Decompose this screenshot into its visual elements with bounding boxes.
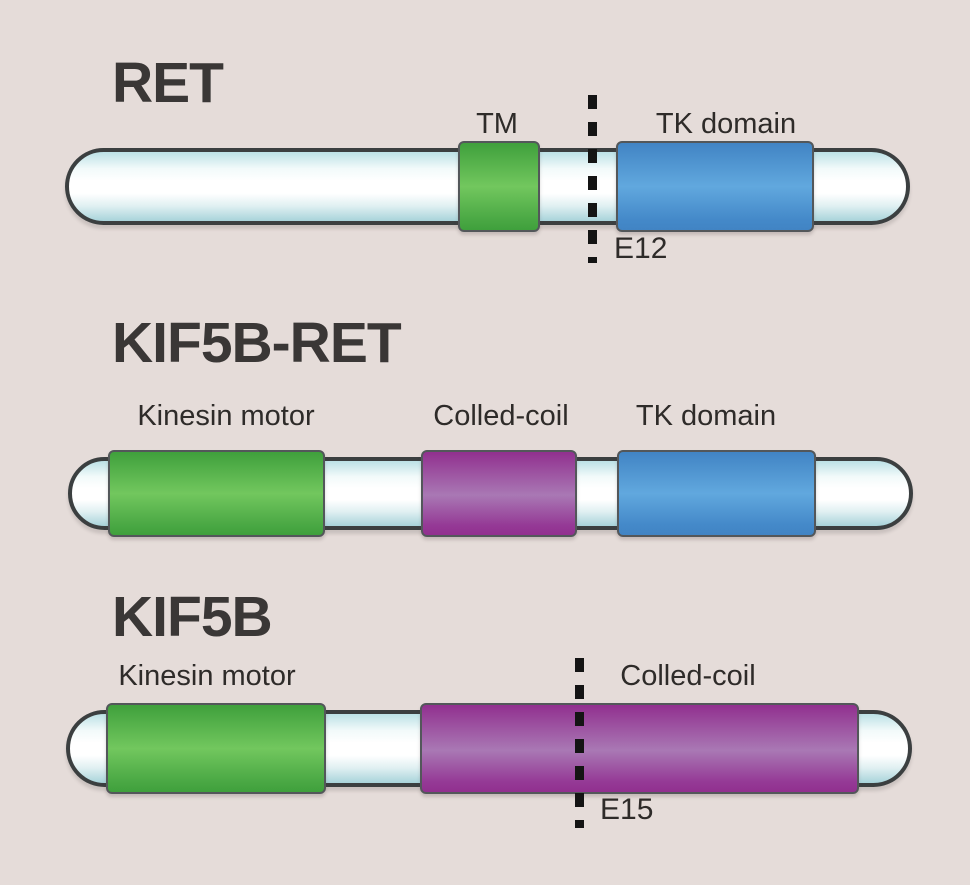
domain-label-kinesin-fusion: Kinesin motor: [137, 400, 315, 432]
domain-label-kinesin-kif5b: Kinesin motor: [118, 660, 296, 692]
domain-block-coil-fusion: [421, 450, 577, 537]
domain-label-tk-ret: TK domain: [655, 108, 797, 140]
domain-block-tk-ret: [616, 141, 814, 232]
domain-block-tk-fusion: [617, 450, 816, 537]
breakpoint-line-e12: [588, 95, 597, 263]
domain-block-kinesin-fusion: [108, 450, 325, 537]
domain-block-tm: [458, 141, 540, 232]
row-title-ret: RET: [112, 51, 224, 115]
domain-label-tm: TM: [476, 108, 518, 140]
domain-label-coil-kif5b: Colled-coil: [620, 660, 756, 692]
row-title-kif5b-ret: KIF5B-RET: [112, 311, 402, 375]
domain-label-coil-fusion: Colled-coil: [433, 400, 569, 432]
domain-block-kinesin-kif5b: [106, 703, 326, 794]
breakpoint-label-e15: E15: [600, 793, 654, 826]
breakpoint-label-e12: E12: [614, 232, 668, 265]
breakpoint-line-e15: [575, 658, 584, 828]
domain-label-tk-fusion: TK domain: [635, 400, 777, 432]
domain-block-coil-kif5b: [420, 703, 859, 794]
row-title-kif5b: KIF5B: [112, 585, 273, 649]
